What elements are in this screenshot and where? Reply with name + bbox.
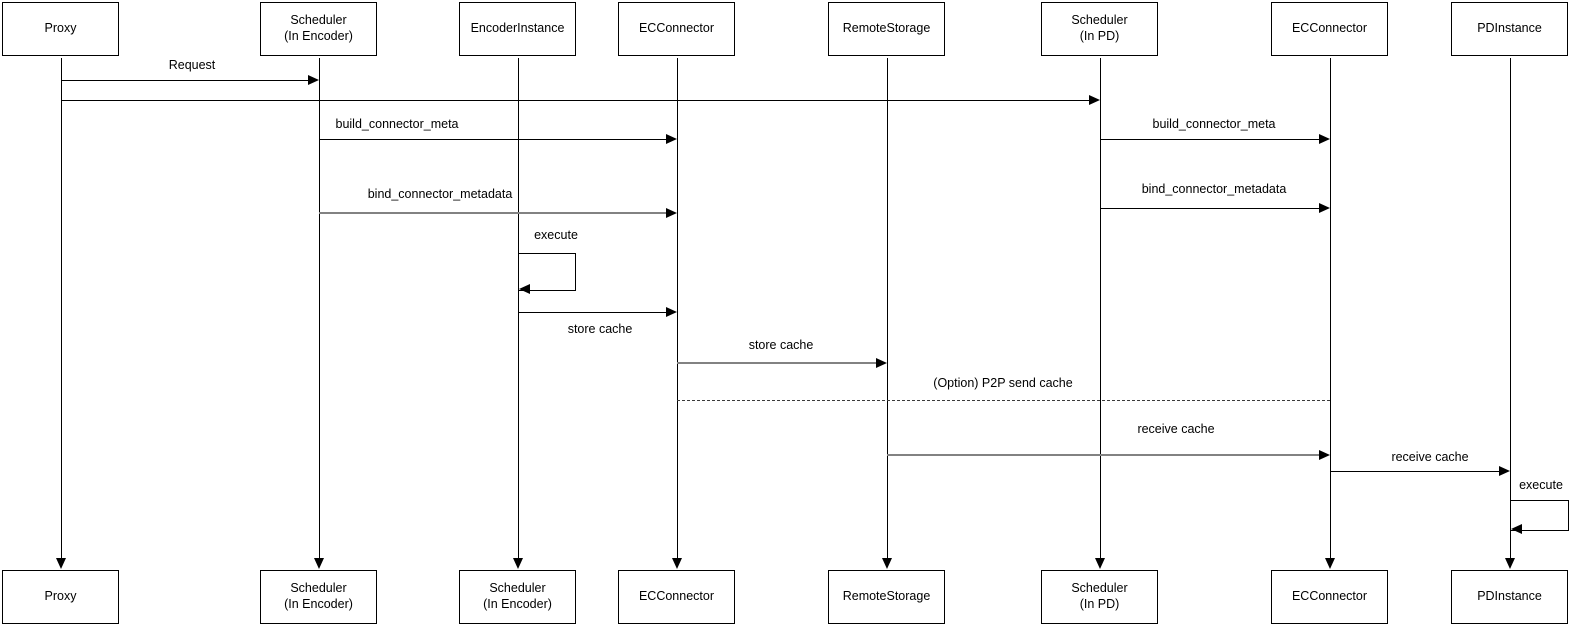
participant-box-remote-storage-bottom: RemoteStorage (828, 570, 945, 624)
message-line (887, 454, 1319, 456)
lifeline-ecconnector-2 (1330, 58, 1331, 559)
arrowhead-right-icon (1319, 134, 1330, 144)
participant-box-scheduler-pd-top: Scheduler (In PD) (1041, 2, 1158, 56)
message-line (1330, 471, 1499, 472)
lifeline-proxy (61, 58, 62, 559)
participant-box-pdinstance-top: PDInstance (1451, 2, 1568, 56)
arrowhead-right-icon (666, 208, 677, 218)
message-label: execute (532, 228, 580, 242)
arrowhead-right-icon (876, 358, 887, 368)
arrowhead-right-icon (666, 307, 677, 317)
arrowhead-down-icon (314, 558, 324, 569)
arrowhead-down-icon (513, 558, 523, 569)
arrowhead-left-icon (1511, 524, 1522, 534)
message-label: Request (166, 58, 218, 72)
participant-label: Proxy (44, 589, 77, 604)
arrowhead-right-icon (1089, 95, 1100, 105)
arrowhead-right-icon (1499, 466, 1510, 476)
participant-label: Scheduler (In PD) (1071, 13, 1128, 43)
participant-box-ecconnector1-bottom: ECConnector (618, 570, 735, 624)
arrowhead-down-icon (882, 558, 892, 569)
participant-box-remote-storage-top: RemoteStorage (828, 2, 945, 56)
arrowhead-left-icon (519, 284, 530, 294)
participant-box-scheduler-pd-bottom: Scheduler (In PD) (1041, 570, 1158, 624)
participant-label: ECConnector (638, 589, 715, 604)
message-label: bind_connector_metadata (365, 187, 515, 201)
participant-label: Scheduler (In Encoder) (483, 581, 552, 611)
message-line (319, 212, 667, 214)
message-line (518, 312, 666, 313)
lifeline-ecconnector-1 (677, 58, 678, 559)
arrowhead-right-icon (666, 134, 677, 144)
participant-box-scheduler-encoder2-bottom: Scheduler (In Encoder) (459, 570, 576, 624)
participant-label: EncoderInstance (470, 21, 565, 36)
participant-box-scheduler-encoder-top: Scheduler (In Encoder) (260, 2, 377, 56)
participant-label: Scheduler (In Encoder) (284, 581, 353, 611)
participant-label: Proxy (44, 21, 77, 36)
message-line (319, 139, 667, 140)
message-label: (Option) P2P send cache (931, 376, 1075, 390)
arrowhead-down-icon (1325, 558, 1335, 569)
message-line-dashed (677, 400, 1330, 401)
participant-label: Scheduler (In Encoder) (284, 13, 353, 43)
arrowhead-down-icon (1505, 558, 1515, 569)
participant-box-ecconnector1-top: ECConnector (618, 2, 735, 56)
participant-label: PDInstance (1477, 589, 1542, 604)
participant-label: ECConnector (1291, 589, 1368, 604)
message-line (677, 362, 877, 364)
self-message-loop (1510, 500, 1569, 531)
participant-label: ECConnector (1291, 21, 1368, 36)
participant-box-pdinstance-bottom: PDInstance (1451, 570, 1568, 624)
message-label: receive cache (1135, 422, 1217, 436)
arrowhead-down-icon (672, 558, 682, 569)
lifeline-scheduler-encoder (319, 58, 320, 559)
participant-label: PDInstance (1477, 21, 1542, 36)
message-label: build_connector_meta (1150, 117, 1278, 131)
participant-label: ECConnector (638, 21, 715, 36)
participant-box-proxy-top: Proxy (2, 2, 119, 56)
arrowhead-right-icon (308, 75, 319, 85)
participant-box-ecconnector2-top: ECConnector (1271, 2, 1388, 56)
message-label: store cache (746, 338, 816, 352)
participant-label: RemoteStorage (842, 589, 931, 604)
lifeline-scheduler-pd (1100, 58, 1101, 559)
lifeline-remote-storage (887, 58, 888, 559)
participant-box-scheduler-encoder-bottom: Scheduler (In Encoder) (260, 570, 377, 624)
participant-box-proxy-bottom: Proxy (2, 570, 119, 624)
message-line (1100, 208, 1320, 209)
message-label: receive cache (1389, 450, 1471, 464)
arrowhead-down-icon (1095, 558, 1105, 569)
message-label: bind_connector_metadata (1139, 182, 1289, 196)
message-label: store cache (565, 322, 635, 336)
lifeline-encoder-instance (518, 58, 519, 559)
arrowhead-right-icon (1319, 450, 1330, 460)
self-message-loop (518, 253, 576, 291)
message-label: build_connector_meta (333, 117, 461, 131)
arrowhead-right-icon (1319, 203, 1330, 213)
arrowhead-down-icon (56, 558, 66, 569)
message-line (61, 80, 310, 81)
participant-label: RemoteStorage (842, 21, 931, 36)
lifeline-pdinstance (1510, 58, 1511, 559)
message-label: execute (1517, 478, 1565, 492)
message-line (61, 100, 1090, 101)
message-line (1100, 139, 1320, 140)
participant-box-ecconnector2-bottom: ECConnector (1271, 570, 1388, 624)
participant-label: Scheduler (In PD) (1071, 581, 1128, 611)
participant-box-encoder-instance-top: EncoderInstance (459, 2, 576, 56)
